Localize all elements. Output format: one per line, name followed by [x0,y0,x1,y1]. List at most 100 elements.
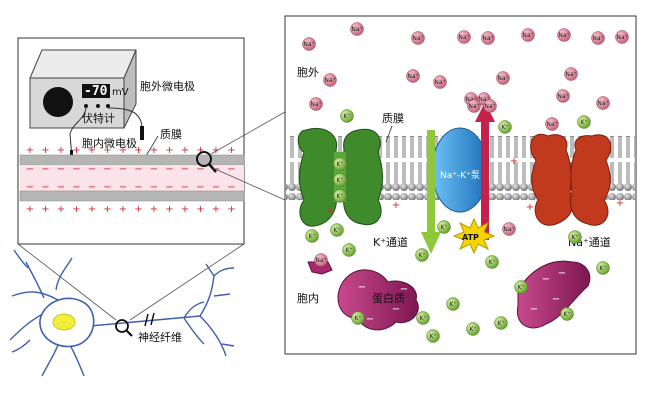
protein-label: 蛋白质 [372,291,405,305]
na-ion-label: Na⁺ [497,75,508,82]
negative-charge: − [57,182,65,193]
positive-charge: + [165,145,173,156]
zoom-line-lower [212,167,286,201]
negative-charge: − [134,182,142,193]
na-ion-label: Na⁺ [597,100,608,107]
negative-charge: − [26,164,34,175]
negative-charge: − [88,182,96,193]
na-ion-label: Na⁺ [546,121,557,128]
k-ion-label: K⁺ [343,113,350,120]
k-ion-label: K⁺ [418,252,425,259]
protein-negative-charge: − [542,274,550,285]
negative-charge: − [150,164,158,175]
positive-charge: + [212,204,220,215]
zoom-line-upper [210,111,286,155]
negative-charge: − [72,182,80,193]
extracellular-wire [107,107,143,127]
na-outward-arrow [475,102,495,240]
na-ion: Na⁺ [302,37,316,51]
na-ion-label: Na⁺ [484,103,495,110]
na-ion: Na⁺ [556,89,570,103]
positive-charge: + [88,204,96,215]
na-ion-label: Na⁺ [434,79,445,86]
positive-charge: + [196,145,204,156]
negative-charge: − [181,164,189,175]
inside-label: 胞内 [297,291,319,305]
k-channel-label: K⁺通道 [373,235,408,249]
negative-charge: − [57,164,65,175]
zoom-line-neuron-left [17,243,117,321]
na-ion: Na⁺ [615,30,629,44]
negative-charge: − [227,182,235,193]
protein-negative-charge: − [366,314,374,325]
na-ion-label: Na⁺ [616,34,627,41]
protein-negative-charge: − [552,294,560,305]
k-ion: K⁺ [416,311,430,325]
positive-charge: + [150,145,158,156]
positive-charge: + [134,204,142,215]
k-ion-label: K⁺ [501,124,508,131]
k-ion-label: K⁺ [580,119,587,126]
negative-charge: − [26,182,34,193]
k-ion-label: K⁺ [345,247,352,254]
k-ion-label: K⁺ [563,311,570,318]
positive-charge: + [212,145,220,156]
na-ion: Na⁺ [481,31,495,45]
k-ion: K⁺ [333,157,347,171]
positive-charge: + [150,204,158,215]
k-ion-label: K⁺ [336,161,343,168]
k-ion-label: K⁺ [488,259,495,266]
na-ion: Na⁺ [564,67,578,81]
k-ion: K⁺ [426,329,440,343]
na-ion: Na⁺ [502,222,516,236]
negative-charge: − [150,182,158,193]
nerve-fiber-label: 神经纤维 [138,330,182,344]
positive-charge: + [181,204,189,215]
na-ion: Na⁺ [521,28,535,42]
k-ion: K⁺ [494,316,508,330]
voltmeter-label: 伏特计 [82,111,115,125]
k-ion-label: K⁺ [469,326,476,333]
intracellular-wire [69,107,87,159]
k-ion: K⁺ [333,189,347,203]
positive-charge: + [134,145,142,156]
k-ion-label: K⁺ [571,234,578,241]
na-ion-label: Na⁺ [465,96,476,103]
k-ion: K⁺ [498,120,512,134]
protein-blob-right [516,260,591,329]
positive-charge: + [510,156,518,167]
na-ion-label: Na⁺ [592,35,603,42]
k-ion-label: K⁺ [333,227,340,234]
positive-charge: + [165,204,173,215]
na-ion-label: Na⁺ [315,257,326,264]
axon-section: ++++++++++++++ −−−−−−−−−−−−−− −−−−−−−−−−… [19,145,245,215]
negative-charge: − [181,182,189,193]
k-ion: K⁺ [415,248,429,262]
extracellular-electrode [140,126,144,140]
na-ion-label: Na⁺ [407,73,418,80]
protein-negative-charge: − [558,268,566,279]
axon-lower-membrane [19,190,245,202]
positive-charge: + [88,145,96,156]
negative-charge: − [88,164,96,175]
na-ion: Na⁺ [433,75,447,89]
k-ion-label: K⁺ [336,177,343,184]
na-ion-label: Na⁺ [324,77,335,84]
negative-charge: − [227,164,235,175]
membrane-label-left: 质膜 [160,128,182,141]
na-ion: Na⁺ [457,30,471,44]
magnifier-icon [196,151,217,173]
protein-negative-charge: − [400,284,408,295]
outer-positive-charges-bottom: ++++++++++++++ [26,204,236,215]
positive-charge: + [181,145,189,156]
protein-negative-charge: − [358,282,366,293]
k-ion-label: K⁺ [517,284,524,291]
na-ion: Na⁺ [557,28,571,42]
positive-charge: + [72,145,80,156]
positive-charge: + [392,200,400,211]
zoom-line-neuron-right [129,243,245,321]
k-ion: K⁺ [333,173,347,187]
na-ion: Na⁺ [496,71,510,85]
voltmeter: -70 mV 伏特计 [29,49,137,129]
axon-cytoplasm [20,165,244,191]
